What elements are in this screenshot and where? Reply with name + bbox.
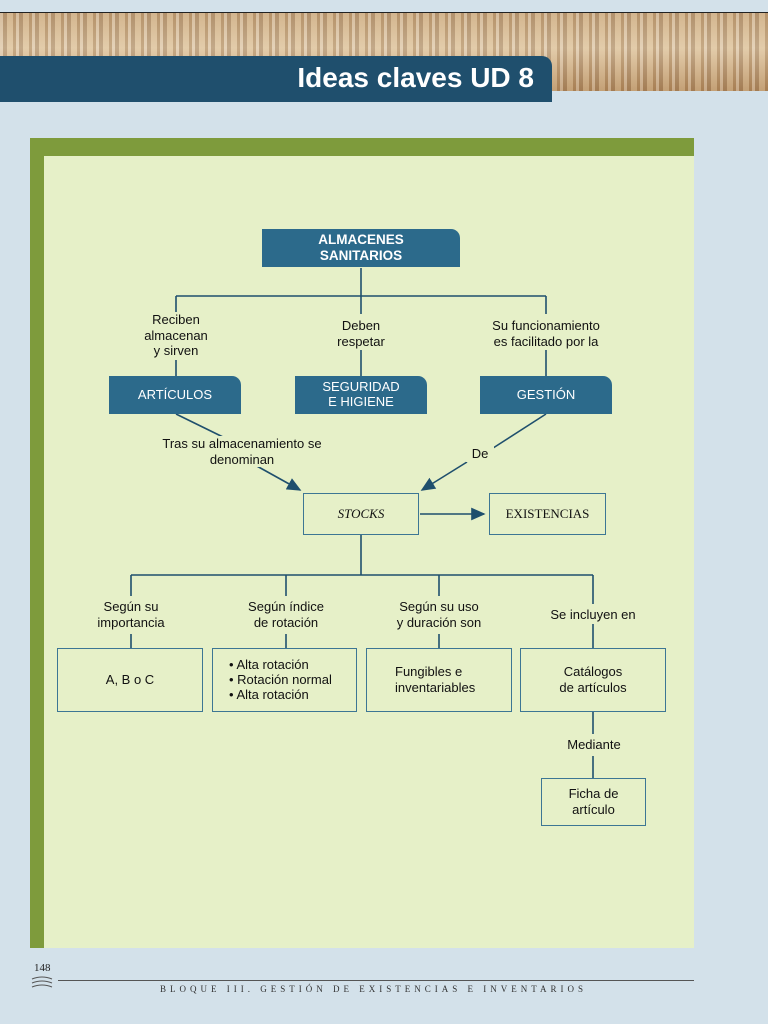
page-title: Ideas claves UD 8 — [297, 62, 534, 93]
node-abc: A, B o C — [57, 648, 203, 712]
rotation-item: Alta rotación — [229, 687, 356, 702]
label-tras-almacenamiento: Tras su almacenamiento se denominan — [152, 436, 332, 468]
node-catalogos: Catálogos de artículos — [520, 648, 666, 712]
node-almacenes-sanitarios: ALMACENES SANITARIOS — [262, 229, 460, 267]
label-funcionamiento: Su funcionamiento es facilitado por la — [478, 318, 614, 350]
label-segun-uso: Según su uso y duración son — [384, 599, 494, 631]
page-number: 148 — [34, 962, 51, 974]
book-stack-icon — [31, 976, 53, 988]
node-stocks: STOCKS — [303, 493, 419, 535]
node-fungibles: Fungibles e inventariables — [366, 648, 512, 712]
label-segun-indice: Según índice de rotación — [236, 599, 336, 631]
node-seguridad-higiene: SEGURIDAD E HIGIENE — [295, 376, 427, 414]
label-reciben: Reciben almacenan y sirven — [130, 312, 222, 359]
label-mediante: Mediante — [556, 737, 632, 753]
running-title: BLOQUE III. GESTIÓN DE EXISTENCIAS E INV… — [160, 984, 588, 994]
label-deben: Deben respetar — [320, 318, 402, 350]
node-gestion: GESTIÓN — [480, 376, 612, 414]
rotation-item: Alta rotación — [229, 657, 356, 672]
footer-rule — [58, 980, 694, 981]
node-existencias: EXISTENCIAS — [489, 493, 606, 535]
node-articulos: ARTÍCULOS — [109, 376, 241, 414]
content-panel — [44, 156, 694, 948]
rotation-item: Rotación normal — [229, 672, 356, 687]
label-de: De — [466, 446, 494, 462]
node-rotation-list: Alta rotación Rotación normal Alta rotac… — [212, 648, 357, 712]
node-ficha-articulo: Ficha de artículo — [541, 778, 646, 826]
title-bar: Ideas claves UD 8 — [0, 56, 552, 102]
label-segun-importancia: Según su importancia — [84, 599, 178, 631]
label-se-incluyen: Se incluyen en — [540, 607, 646, 623]
